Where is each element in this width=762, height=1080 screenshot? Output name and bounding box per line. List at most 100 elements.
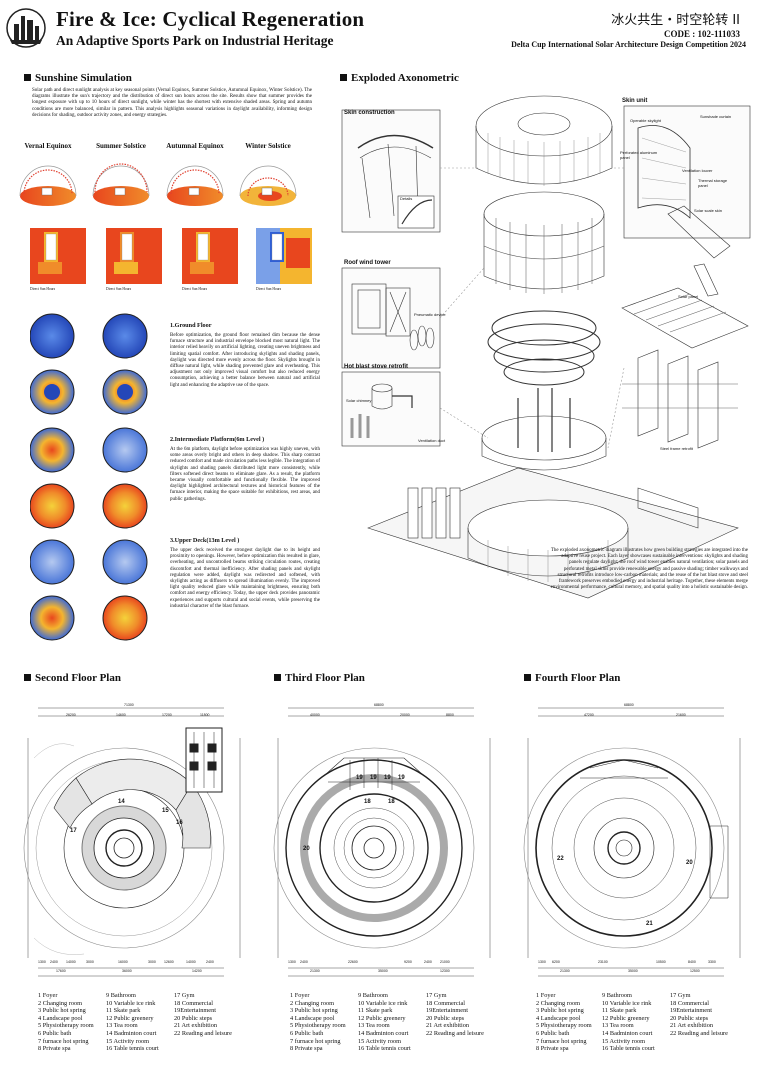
legend-item: 14 Badminton court bbox=[602, 1029, 653, 1037]
dimension: 17600 bbox=[56, 969, 66, 973]
dimension: 9200 bbox=[404, 960, 412, 964]
legend-item: 9 Bathroom bbox=[602, 992, 632, 999]
floor-plan-drawings bbox=[14, 698, 754, 993]
project-code: CODE : 102-111033 bbox=[663, 29, 740, 39]
legend-item: 19Entertainment bbox=[174, 1007, 216, 1015]
label-solar-scale-skin: Solar scale skin bbox=[694, 208, 723, 213]
legend-item: 3 Public hot spring bbox=[38, 1007, 86, 1015]
floor-2-text: At the 6m platform, daylight before opti… bbox=[170, 447, 320, 502]
legend-item: 12 Public greenery bbox=[358, 1014, 406, 1022]
legend-item: 18 Commercial bbox=[670, 999, 709, 1007]
legend-item: 17 Gym bbox=[670, 992, 691, 999]
room-number: 22 bbox=[557, 856, 564, 862]
competition-name: Delta Cup International Solar Architectu… bbox=[511, 40, 746, 49]
sun-path-diagram bbox=[16, 158, 316, 219]
floor-2-heading: 2.Intermediate Platform(6m Level ) bbox=[170, 436, 265, 443]
dimension: 14000 bbox=[66, 960, 76, 964]
dimension: 71300 bbox=[124, 703, 134, 707]
room-number: 18 bbox=[388, 799, 395, 805]
dimension: 3000 bbox=[148, 960, 156, 964]
map-caption-4: Direct Sun Hours bbox=[256, 287, 282, 291]
dimension: 21000 bbox=[440, 960, 450, 964]
legend-item: 13 Tea room bbox=[106, 1022, 138, 1030]
dimension: 12600 bbox=[164, 960, 174, 964]
legend-item: 20 Public steps bbox=[174, 1014, 213, 1022]
legend-item: 16 Table tennis court bbox=[602, 1045, 655, 1053]
label-solar-chimney: Solar chimney bbox=[346, 398, 372, 403]
label-skin-construction: Skin construction bbox=[344, 110, 395, 116]
room-number: 17 bbox=[70, 828, 77, 834]
page-title: Fire & Ice: Cyclical Regeneration bbox=[56, 7, 365, 31]
legend-item: 12 Public greenery bbox=[602, 1014, 650, 1022]
dimension: 36000 bbox=[122, 969, 132, 973]
label-thermal-panel: Thermal storage panel bbox=[698, 178, 728, 188]
label-skin-unit: Skin unit bbox=[622, 98, 648, 104]
dimension: 68800 bbox=[374, 703, 384, 707]
exploded-axonometric-drawing bbox=[338, 88, 754, 653]
dimension: 2400 bbox=[50, 960, 58, 964]
dimension: 10500 bbox=[656, 960, 666, 964]
season-autumnal: Autumnal Equinox bbox=[166, 142, 224, 150]
sunshine-intro: Solar path and direct sunlight analysis … bbox=[32, 88, 312, 118]
dimension: 2400 bbox=[424, 960, 432, 964]
dimension: 20000 bbox=[400, 713, 410, 717]
legend-item: 8 Private spa bbox=[290, 1045, 323, 1053]
season-summer: Summer Solstice bbox=[96, 142, 146, 150]
dimension: 6200 bbox=[552, 960, 560, 964]
legend-item: 8 Private spa bbox=[536, 1045, 569, 1053]
legend-item: 10 Variable ice rink bbox=[106, 999, 156, 1007]
legend-item: 21 Art exhibition bbox=[174, 1022, 218, 1030]
legend-item: 15 Activity room bbox=[106, 1037, 150, 1045]
legend-item: 7 furnace hot spring bbox=[290, 1037, 341, 1045]
room-number: 18 bbox=[364, 799, 371, 805]
legend-item: 18 Commercial bbox=[174, 999, 213, 1007]
dimension: 8800 bbox=[446, 713, 454, 717]
dimension: 23100 bbox=[598, 960, 608, 964]
legend-item: 21 Art exhibition bbox=[426, 1022, 470, 1030]
dimension: 1300 bbox=[288, 960, 296, 964]
room-number: 20 bbox=[303, 846, 310, 852]
dimension: 14600 bbox=[116, 713, 126, 717]
legend-item: 17 Gym bbox=[426, 992, 447, 999]
map-caption-2: Direct Sun Hours bbox=[106, 287, 132, 291]
dimension: 14200 bbox=[192, 969, 202, 973]
dimension: 21300 bbox=[560, 969, 570, 973]
legend-item: 19Entertainment bbox=[670, 1007, 712, 1015]
room-number: 21 bbox=[646, 921, 653, 927]
legend-item: 2 Changing room bbox=[290, 999, 335, 1007]
dimension: 40000 bbox=[310, 713, 320, 717]
dimension: 12500 bbox=[690, 969, 700, 973]
legend-item: 11 Skate park bbox=[358, 1007, 393, 1015]
room-number: 19 bbox=[398, 775, 405, 781]
sunshine-section-title: Sunshine Simulation bbox=[24, 72, 132, 84]
dimension: 21600 bbox=[676, 713, 686, 717]
legend-item: 6 Public bath bbox=[290, 1029, 324, 1037]
legend-item: 3 Public hot spring bbox=[290, 1007, 338, 1015]
label-ventilation-duct: Ventilation duct bbox=[418, 438, 446, 443]
label-solar-panel: Solar panel bbox=[678, 294, 699, 299]
legend-item: 4 Landscape pool bbox=[536, 1014, 581, 1022]
legend-item: 12 Public greenery bbox=[106, 1014, 154, 1022]
legend-item: 19Entertainment bbox=[426, 1007, 468, 1015]
plan-2-title: Second Floor Plan bbox=[24, 672, 121, 684]
dimension: 35000 bbox=[628, 969, 638, 973]
legend-item: 22 Reading and leisure bbox=[426, 1029, 484, 1037]
legend-item: 8 Private spa bbox=[38, 1045, 71, 1053]
dimension: 22600 bbox=[348, 960, 358, 964]
dimension: 16000 bbox=[118, 960, 128, 964]
legend-item: 14 Badminton court bbox=[106, 1029, 157, 1037]
room-number: 15 bbox=[162, 808, 169, 814]
legend-item: 5 Physiotherapy room bbox=[290, 1022, 346, 1030]
legend-item: 16 Table tennis court bbox=[106, 1045, 159, 1053]
label-pneumatic-device: Pneumatic device bbox=[414, 312, 446, 317]
dimension: 2400 bbox=[206, 960, 214, 964]
dimension: 68800 bbox=[624, 703, 634, 707]
legend-item: 2 Changing room bbox=[38, 999, 83, 1007]
